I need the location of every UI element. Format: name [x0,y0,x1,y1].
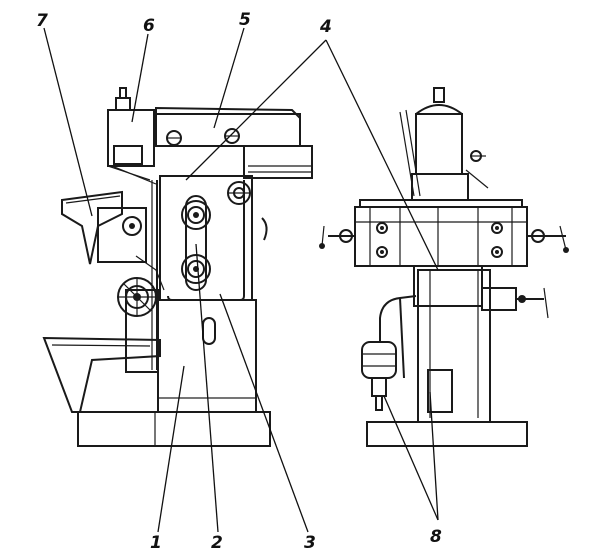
gearbox-gear-upper [181,200,211,230]
table-bolt-3 [491,222,503,234]
callout-6: 6 [143,16,155,36]
callout-2: 2 [211,533,223,553]
callout-3: 3 [304,533,316,553]
table-bolt-1 [376,222,388,234]
leader-8a [383,395,439,521]
table-bolt-2 [376,246,388,258]
leader-7 [43,27,93,217]
callout-7: 7 [36,11,48,31]
table-handwheel-right [527,225,569,253]
leader-5 [213,27,245,129]
front-column [417,269,491,423]
side-overarm [155,113,301,147]
callout-8: 8 [430,527,442,547]
leader-2 [195,243,219,533]
leader-lines [43,27,439,533]
front-head [415,113,463,175]
leader-1 [157,365,185,533]
front-knee [413,265,483,307]
front-feedbox [481,287,517,311]
side-table [61,190,123,265]
side-wheel [227,181,251,205]
overarm-bolt-right [224,128,240,144]
table-handwheel-left [319,225,356,249]
table-bracket-wheel [122,216,142,236]
chip-tray [42,336,161,413]
leader-4a [185,39,327,181]
overarm-bolt-left [166,130,182,146]
column-door [202,317,216,345]
side-view [42,87,313,447]
leader-4b [325,39,439,271]
leader-6 [131,33,149,123]
callout-5: 5 [239,10,251,30]
feed-lever-right [516,287,549,319]
leader-8b [429,391,439,521]
coolant-pump [361,341,397,411]
leader-3 [219,293,309,533]
front-view [319,87,569,447]
table-bolt-4 [491,246,503,258]
callout-4: 4 [319,17,332,37]
callout-1: 1 [150,533,162,553]
feed-handwheel [117,277,157,317]
callout-labels: 1 2 3 4 5 6 7 8 [36,10,442,553]
front-base [366,421,528,447]
head-knob [470,150,486,162]
